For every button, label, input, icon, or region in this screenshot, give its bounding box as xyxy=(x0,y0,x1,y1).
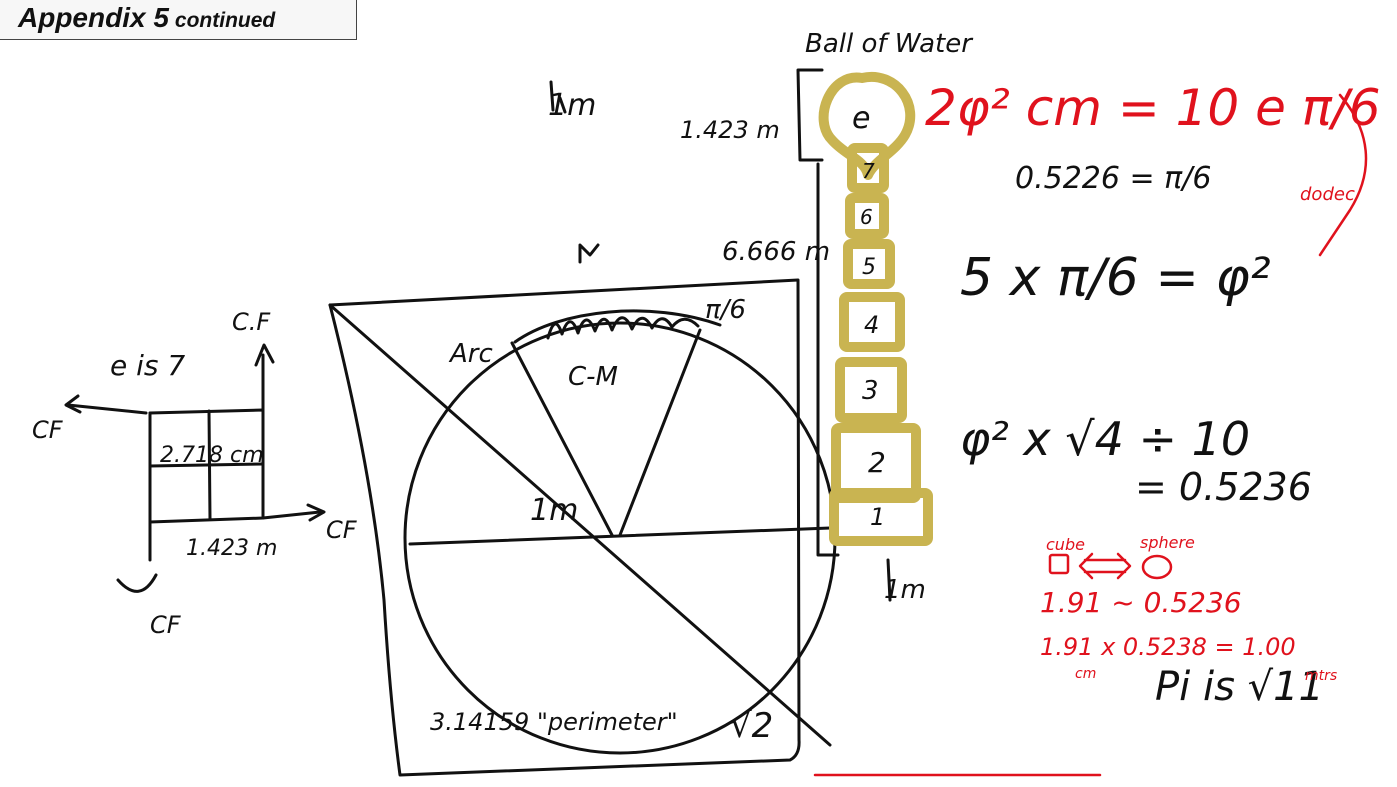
title-subtitle: continued xyxy=(174,9,276,32)
dodec-side-note: dodec xyxy=(1300,184,1355,205)
tower-side-dim: 6.666 m xyxy=(722,237,830,267)
perimeter-label: 3.14159 "perimeter" xyxy=(430,708,678,736)
ball-e-label: e xyxy=(852,101,870,136)
ratio-1: 1.91 ~ 0.5236 xyxy=(1040,586,1242,619)
ratio-2-mtrs: mtrs xyxy=(1305,668,1337,684)
phi-cm-eq: 2φ² cm = 10 e π/6 xyxy=(925,79,1381,137)
five-pi6-eq: 5 x π/6 = φ² xyxy=(960,248,1271,308)
dim-bottom-label: 1.423 m xyxy=(186,536,277,561)
dim-top-label: 2.718 cm xyxy=(160,443,264,468)
e-is-7-label: e is 7 xyxy=(110,349,185,382)
square-figure xyxy=(328,80,837,777)
pi6-value: 0.5226 = π/6 xyxy=(1015,161,1211,196)
phi-result: = 0.5236 xyxy=(1135,465,1312,509)
tower-bottom-tick xyxy=(886,558,892,602)
red-marks xyxy=(813,93,1368,777)
cube-label: cube xyxy=(1046,535,1085,554)
ratio-2-cm: cm xyxy=(1075,666,1096,682)
box-6-label: 6 xyxy=(860,205,873,229)
cm-label: C-M xyxy=(568,362,618,392)
cf-bottom-label: CF xyxy=(150,611,182,639)
ratio-2: 1.91 x 0.5238 = 1.00 xyxy=(1040,633,1296,661)
cf-right-label: CF xyxy=(326,516,358,544)
box-1-label: 1 xyxy=(870,503,885,531)
sphere-circle xyxy=(1141,554,1173,580)
square-side-label: 1m xyxy=(548,88,596,123)
root2-label: √2 xyxy=(730,706,773,746)
sphere-label: sphere xyxy=(1140,533,1195,552)
cf-left-label: CF xyxy=(32,416,64,444)
box-2-label: 2 xyxy=(868,446,886,479)
phi-sqrt-eq: φ² x √4 ÷ 10 xyxy=(960,412,1250,466)
tower-top-dim: 1.423 m xyxy=(680,116,780,144)
box-4-label: 4 xyxy=(864,311,879,339)
tower-boxes xyxy=(818,71,933,546)
left-grid xyxy=(64,343,326,593)
arc-label: Arc xyxy=(448,339,493,369)
box-3-label: 3 xyxy=(862,376,879,406)
ball-tower xyxy=(796,68,840,557)
box-7-label: 7 xyxy=(862,159,875,183)
pi-root-eq: Pi is √11 xyxy=(1155,664,1324,710)
title-main: Appendix 5 xyxy=(18,2,169,33)
radius-label: 1m xyxy=(530,493,578,528)
cf-top-label: C.F xyxy=(232,308,271,336)
pi6-label: π/6 xyxy=(705,295,746,325)
box-5-label: 5 xyxy=(862,255,876,280)
tower-bottom-dim: 1m xyxy=(884,575,926,605)
ball-water-title: Ball of Water xyxy=(805,29,974,59)
